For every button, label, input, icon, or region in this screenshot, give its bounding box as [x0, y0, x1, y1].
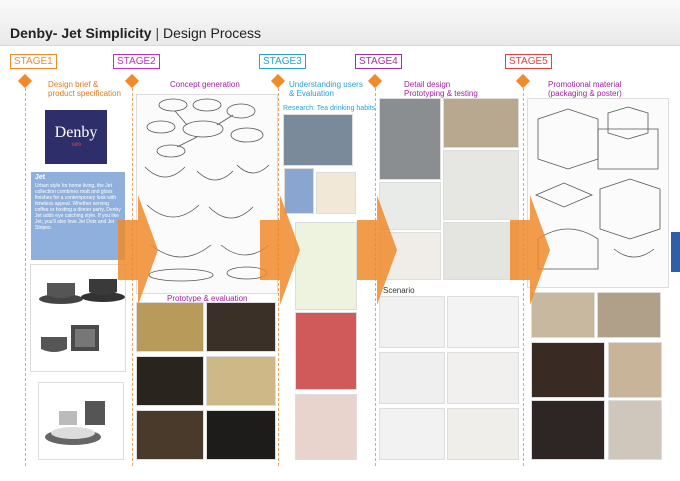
sketch-illustration	[144, 98, 270, 282]
stage1-caption-line1: Design brief &	[48, 80, 99, 89]
stage1-caption: Design brief & product specification	[48, 80, 121, 98]
stage-marker-4	[367, 73, 383, 89]
packaging-sketches	[527, 98, 669, 288]
denby-logo: Denby 1809	[45, 110, 107, 164]
stage-marker-3	[270, 73, 286, 89]
detail-photo-prototypes	[443, 98, 519, 148]
research-photo-man	[283, 114, 353, 166]
timeline-line-1	[25, 88, 26, 466]
stage3-research-caption: Research: Tea drinking habits	[283, 105, 376, 112]
stage4-caption-line2: Prototyping & testing	[404, 89, 478, 98]
scenario-photo-6	[447, 408, 519, 460]
cup-illustration	[45, 401, 105, 445]
stage3-caption-line2: & Evaluation	[289, 89, 334, 98]
side-tab[interactable]	[671, 232, 680, 272]
denby-logo-sub: 1809	[71, 143, 81, 148]
stage1-caption-line2: product specification	[48, 89, 121, 98]
stage-label-2: STAGE2	[113, 54, 160, 69]
header-bar	[0, 0, 680, 46]
jet-heading: Jet	[35, 174, 46, 181]
stage5-caption: Promotional material (packaging & poster…	[548, 80, 622, 98]
denby-logo-text: Denby	[54, 124, 98, 141]
stage5-caption-line2: (packaging & poster)	[548, 89, 622, 98]
packaging-photo-5	[531, 400, 605, 460]
detail-photo-cup-saucer	[443, 222, 519, 280]
scenario-photo-4	[447, 352, 519, 404]
jet-description-box: Jet Urban style for home living, the Jet…	[31, 172, 125, 260]
scenario-photo-1	[379, 296, 445, 348]
stage-marker-2	[124, 73, 140, 89]
stage-arrow-4	[510, 195, 550, 305]
stage-label-5: STAGE5	[505, 54, 552, 69]
prototype-photo-1	[136, 302, 204, 352]
tableware-illustration	[39, 279, 125, 352]
stage4-caption: Detail design Prototyping & testing	[404, 80, 478, 98]
stage-marker-1	[17, 73, 33, 89]
packaging-photo-3	[531, 342, 605, 398]
title-bold: Denby- Jet Simplicity	[10, 25, 152, 41]
stage4-caption-line1: Detail design	[404, 80, 451, 89]
stage2-bottom-caption: Prototype & evaluation	[167, 294, 248, 303]
stage4-scenario-caption: Scenario	[383, 286, 415, 295]
jet-tableware-photo	[30, 264, 126, 372]
evaluation-photo-knitted-cup	[295, 312, 357, 390]
detail-photo-cup-large	[443, 150, 519, 220]
concept-sketches	[136, 94, 278, 294]
stage-marker-5	[515, 73, 531, 89]
title-separator: |	[151, 25, 164, 41]
stage3-caption-line1: Understanding users	[289, 80, 363, 89]
packaging-photo-4	[608, 342, 662, 398]
packaging-photo-6	[608, 400, 662, 460]
evaluation-photo-woman	[295, 394, 357, 460]
prototype-photo-3	[136, 356, 204, 406]
packaging-photo-2	[597, 292, 661, 338]
packaging-sketch-illustration	[534, 106, 661, 270]
prototype-photo-4	[206, 356, 276, 406]
prototype-photo-6	[206, 410, 276, 460]
packaging-photo-1	[531, 292, 595, 338]
research-photo-tea-box	[284, 168, 314, 214]
scenario-photo-2	[447, 296, 519, 348]
stage-label-3: STAGE3	[259, 54, 306, 69]
stage-label-4: STAGE4	[355, 54, 402, 69]
scenario-photo-5	[379, 408, 445, 460]
prototype-photo-5	[136, 410, 204, 460]
stage-arrow-3	[357, 195, 397, 305]
jet-body-text: Urban style for home living, the Jet col…	[35, 183, 121, 231]
detail-photo-rack	[379, 98, 441, 180]
stage-arrow-1	[118, 195, 158, 305]
page-title: Denby- Jet Simplicity | Design Process	[10, 25, 261, 41]
stage-arrow-2	[260, 195, 300, 305]
stage5-caption-line1: Promotional material	[548, 80, 622, 89]
prototype-photo-2	[206, 302, 276, 352]
evaluation-photo-plant	[295, 222, 357, 310]
stage-label-1: STAGE1	[10, 54, 57, 69]
stage3-caption: Understanding users & Evaluation	[289, 80, 363, 98]
title-rest: Design Process	[163, 25, 262, 41]
stage2-caption: Concept generation	[170, 80, 240, 89]
research-photo-teapot	[316, 172, 356, 214]
scenario-photo-3	[379, 352, 445, 404]
jet-cup-photo	[38, 382, 124, 460]
